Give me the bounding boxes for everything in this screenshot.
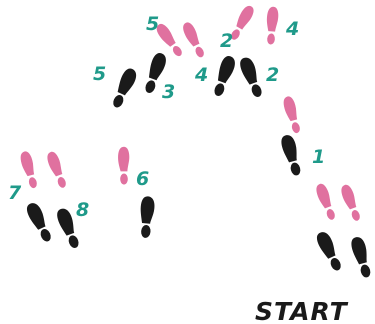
step-number-1: 1 (312, 146, 325, 168)
shoe-print-icon (210, 54, 237, 98)
step-number-2: 2 (266, 64, 279, 86)
step-number-5: 5 (93, 63, 106, 85)
pink-footprints (19, 4, 363, 223)
shoe-print-icon (339, 183, 363, 222)
step-number-8: 8 (76, 199, 89, 221)
step-number-4: 4 (194, 64, 208, 86)
shoe-print-icon (265, 6, 280, 45)
shoe-print-icon (314, 230, 344, 273)
step-numbers: 1 2 2 3 4 4 5 5 6 7 8 (8, 13, 325, 221)
shoe-print-icon (45, 150, 69, 189)
step-number-6: 6 (136, 168, 149, 190)
step-number-4: 4 (285, 18, 299, 40)
shoe-print-icon (279, 133, 303, 177)
start-label: START (255, 297, 349, 324)
shoe-print-icon (109, 66, 139, 109)
shoe-print-icon (118, 147, 129, 185)
shoe-print-icon (138, 196, 155, 239)
step-number-5: 5 (146, 13, 159, 35)
shoe-print-icon (181, 20, 207, 59)
shoe-print-icon (238, 55, 265, 99)
shoe-print-icon (349, 235, 373, 279)
shoe-print-icon (314, 182, 338, 221)
step-number-2: 2 (220, 30, 233, 52)
step-number-3: 3 (162, 81, 175, 103)
shoe-print-icon (19, 150, 40, 189)
shoe-print-icon (24, 201, 54, 244)
shoe-print-icon (282, 95, 303, 134)
step-number-7: 7 (8, 182, 22, 204)
